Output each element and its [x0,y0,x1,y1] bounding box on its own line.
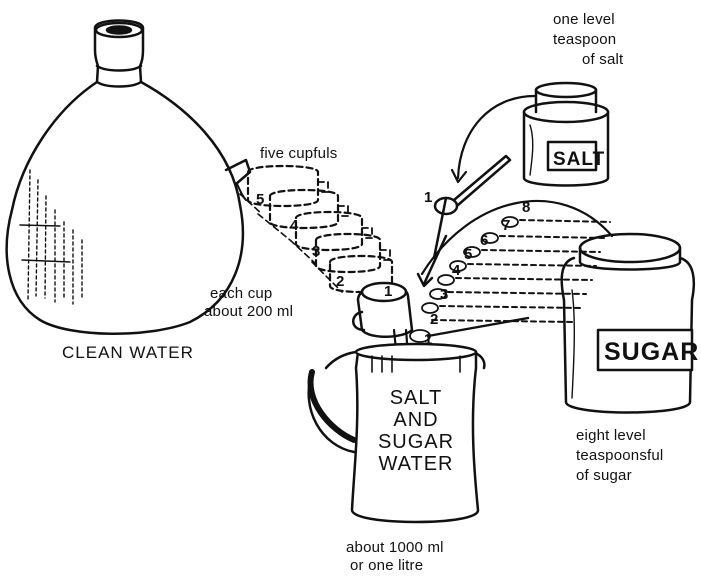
jug-label-line3: SUGAR [368,432,464,454]
salt-spoon-number: 1 [424,190,432,206]
salt-caption-line3: of salt [582,52,623,68]
five-cupfuls-label: five cupfuls [260,146,337,162]
salt-caption-line2: teaspoon [553,32,616,48]
salt-jar-label: SALT [553,149,605,170]
sugar-spoon-number-7: 7 [502,218,510,234]
salt-jar: SALT [524,83,608,186]
sugar-caption-line2: teaspoonsful [576,448,663,464]
sugar-spoon-number-4: 4 [452,263,460,279]
cup-number-5: 5 [256,192,264,208]
cup-number-2: 2 [336,274,344,290]
jug-caption-line2: or one litre [350,558,423,574]
sugar-caption-line3: of sugar [576,468,632,484]
sugar-spoon-number-6: 6 [480,233,488,249]
sugar-jar: SUGAR [562,234,700,413]
cup-number-1: 1 [384,284,392,300]
sugar-spoon-number-8: 8 [522,200,530,216]
sugar-caption-line1: eight level [576,428,646,444]
cup-number-3: 3 [312,244,320,260]
each-cup-line1: each cup [210,286,272,302]
sugar-spoon-number-1: 1 [424,332,432,348]
jug-label-line4: WATER [368,454,464,476]
jug-label-line1: SALT [374,388,458,410]
sugar-spoon-number-5: 5 [464,247,472,263]
salt-caption-line1: one level [553,12,615,28]
dashed-cups [240,166,392,292]
sugar-spoon-number-3: 3 [440,287,448,303]
cup-number-4: 4 [290,218,298,234]
sugar-jar-label: SUGAR [604,338,699,366]
clean-water-label: CLEAN WATER [62,344,194,362]
jug-caption-line1: about 1000 ml [346,540,444,556]
jug-label-line2: AND [374,410,458,432]
sugar-spoon-number-2: 2 [430,312,438,328]
each-cup-line2: about 200 ml [204,304,293,320]
arrow-to-jug [424,236,446,284]
